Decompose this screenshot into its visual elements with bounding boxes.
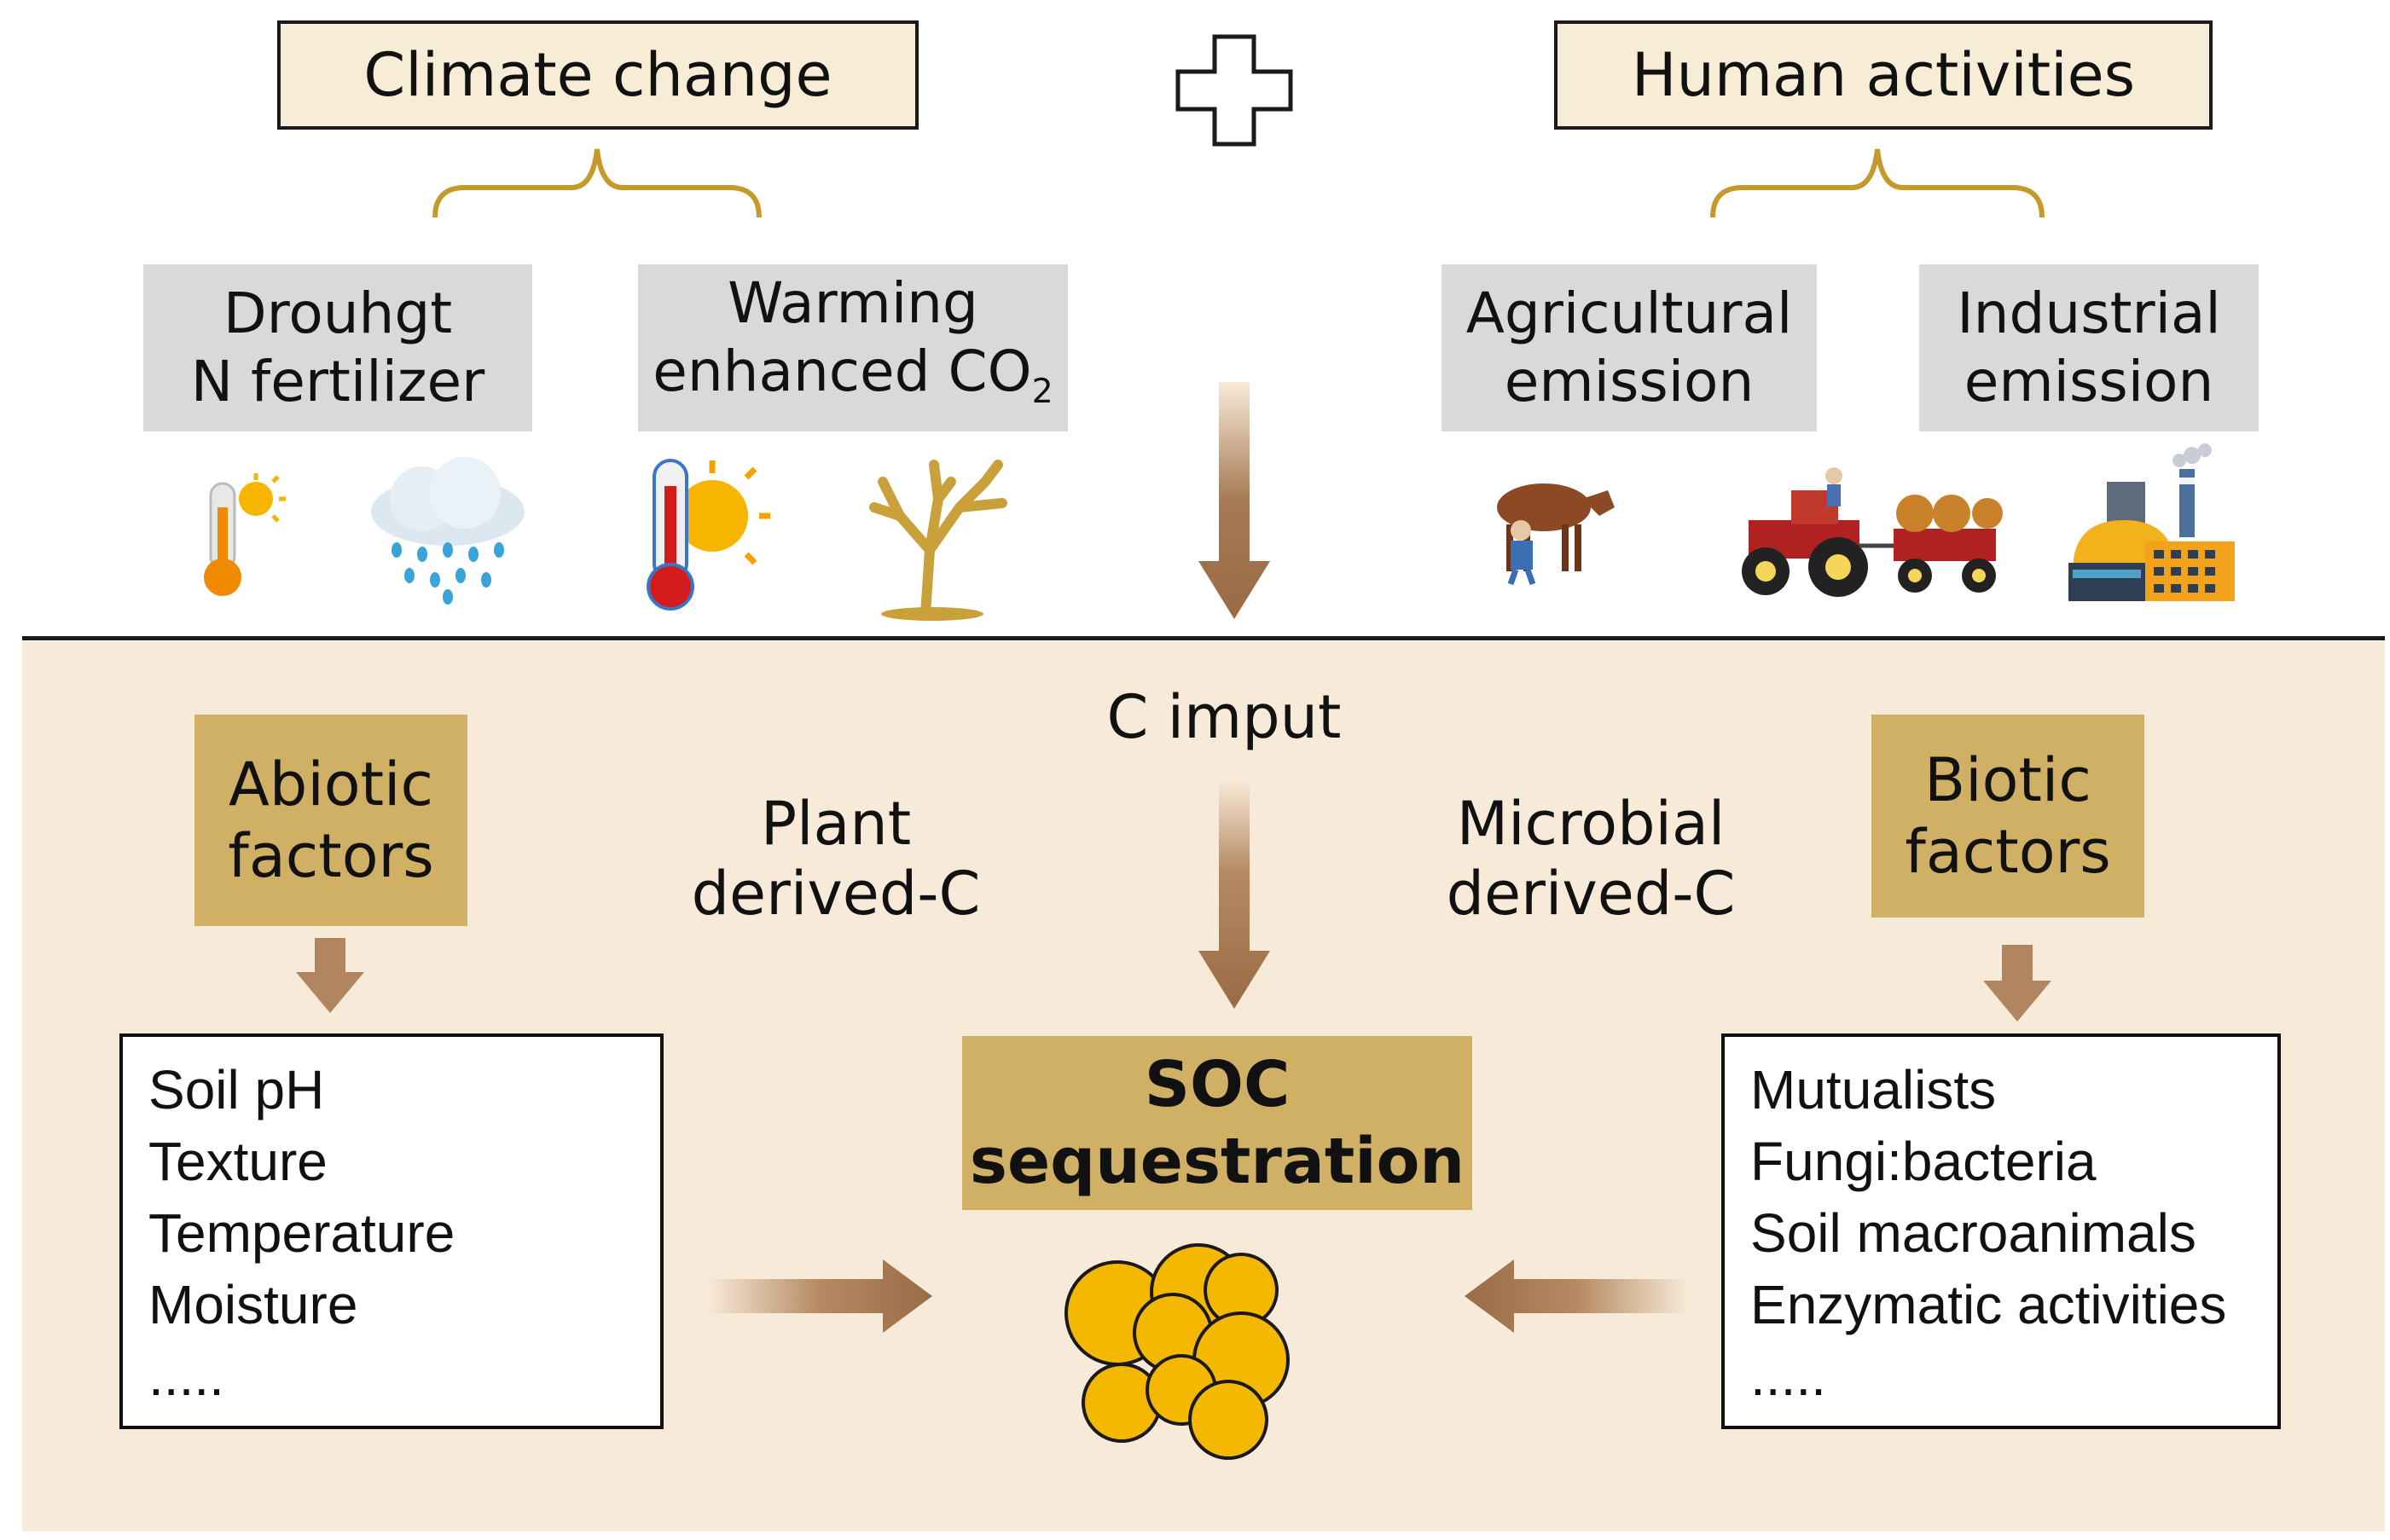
list-item: .....: [1750, 1346, 1826, 1407]
human-activities-box: Human activities: [1554, 20, 2213, 130]
factory-icon: [2068, 443, 2235, 601]
warming-co2-box: Warming enhanced CO2: [638, 264, 1068, 431]
warming-label: Warming: [728, 270, 978, 337]
list-item: .....: [148, 1346, 224, 1407]
biotic-to-soc-arrow: [1465, 1259, 1689, 1333]
thermometer-sun-icon: [204, 473, 286, 596]
top-down-arrow: [1198, 382, 1270, 619]
c-input-arrow: [1198, 780, 1270, 1009]
abiotic-factors-box: Abiotic factors: [194, 715, 467, 926]
abiotic-to-soc-arrow: [708, 1259, 932, 1333]
agricultural-emission-label: emission: [1504, 349, 1755, 414]
human-brace: [1710, 148, 2045, 218]
biotic-title-line1: Biotic: [1924, 745, 2091, 815]
list-item: Fungi:bacteria: [1750, 1131, 2097, 1192]
industrial-emission-box: Industrial emission: [1919, 264, 2259, 431]
abiotic-title-line1: Abiotic: [229, 750, 433, 819]
list-item: Temperature: [148, 1202, 455, 1264]
climate-change-box: Climate change: [277, 20, 919, 130]
biotic-factors-box: Biotic factors: [1871, 715, 2144, 918]
drought-label: Drouhgt: [223, 281, 453, 346]
biotic-title-line2: factors: [1905, 817, 2111, 887]
hot-thermometer-icon: [647, 459, 770, 611]
industrial-label: Industrial: [1957, 281, 2221, 346]
biotic-list-box: Mutualists Fungi:bacteria Soil macroanim…: [1721, 1033, 2281, 1429]
soc-title-line1: SOC: [1144, 1048, 1291, 1121]
cow-farmer-icon: [1497, 483, 1615, 586]
enhanced-co2-label: enhanced CO2: [653, 339, 1053, 412]
rain-cloud-icon: [371, 457, 525, 605]
abiotic-title-line2: factors: [228, 821, 434, 891]
abiotic-down-arrow: [296, 938, 364, 1013]
abiotic-list-box: Soil pH Texture Temperature Moisture ...…: [119, 1033, 664, 1429]
list-item: Mutualists: [1750, 1059, 1997, 1120]
tractor-icon: [1742, 467, 2003, 597]
microbial-derived-c-label: Microbial derived-C: [1446, 789, 1736, 929]
agricultural-label: Agricultural: [1465, 281, 1793, 346]
list-item: Texture: [148, 1131, 328, 1192]
agricultural-emission-box: Agricultural emission: [1442, 264, 1817, 431]
section-divider: [22, 636, 2385, 640]
soc-sequestration-box: SOC sequestration: [962, 1036, 1472, 1210]
n-fertilizer-label: N fertilizer: [190, 349, 485, 414]
dry-tree-icon: [869, 460, 1007, 621]
list-item: Soil macroanimals: [1750, 1202, 2196, 1264]
list-item: Enzymatic activities: [1750, 1274, 2227, 1335]
industrial-emission-label: emission: [1964, 349, 2214, 414]
plant-derived-c-label: Plant derived-C: [691, 789, 981, 929]
climate-change-label: Climate change: [363, 40, 832, 110]
biotic-down-arrow: [1983, 945, 2051, 1022]
drought-nfertilizer-box: Drouhgt N fertilizer: [143, 264, 532, 431]
human-activities-label: Human activities: [1631, 40, 2136, 110]
plus-icon: [1175, 34, 1293, 147]
soc-title-line2: sequestration: [969, 1125, 1465, 1198]
list-item: Moisture: [148, 1274, 358, 1335]
soc-aggregate-icon: [1064, 1243, 1290, 1460]
c-input-label: C imput: [1106, 682, 1342, 752]
climate-brace: [432, 148, 762, 218]
list-item: Soil pH: [148, 1059, 325, 1120]
